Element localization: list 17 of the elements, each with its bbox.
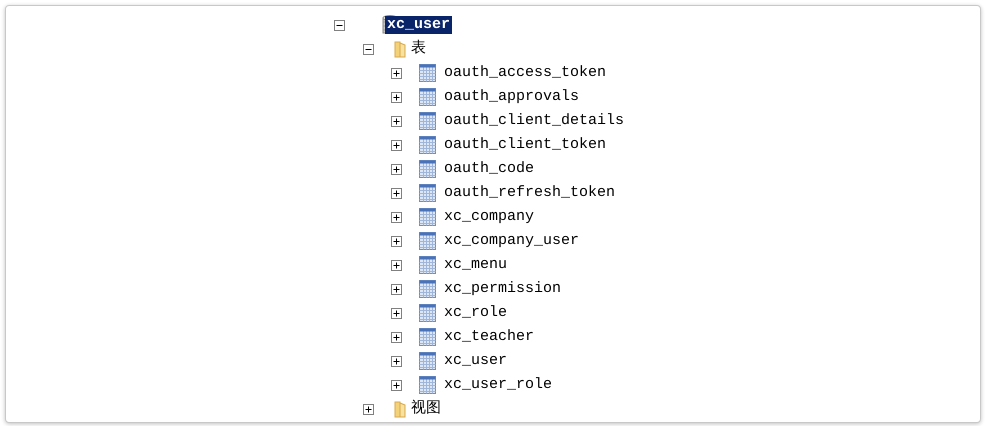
folder-name: 视图	[411, 400, 441, 418]
table-name: oauth_refresh_token	[444, 184, 616, 202]
table-name: xc_menu	[444, 256, 508, 274]
table-name: oauth_client_details	[444, 112, 624, 130]
table-name: oauth_code	[444, 160, 534, 178]
table-name: xc_permission	[444, 280, 562, 298]
table-name: xc_company_user	[444, 232, 580, 250]
table-name: oauth_approvals	[444, 88, 580, 106]
table-name: xc_user	[444, 352, 508, 370]
table-name: oauth_client_token	[444, 136, 606, 154]
folder-name: 表	[411, 40, 426, 58]
table-name: xc_user_role	[444, 376, 552, 394]
table-name: oauth_access_token	[444, 64, 606, 82]
database-name: xc_user	[385, 16, 452, 34]
table-name: xc_company	[444, 208, 534, 226]
table-name: xc_role	[444, 304, 508, 322]
table-name: xc_teacher	[444, 328, 534, 346]
